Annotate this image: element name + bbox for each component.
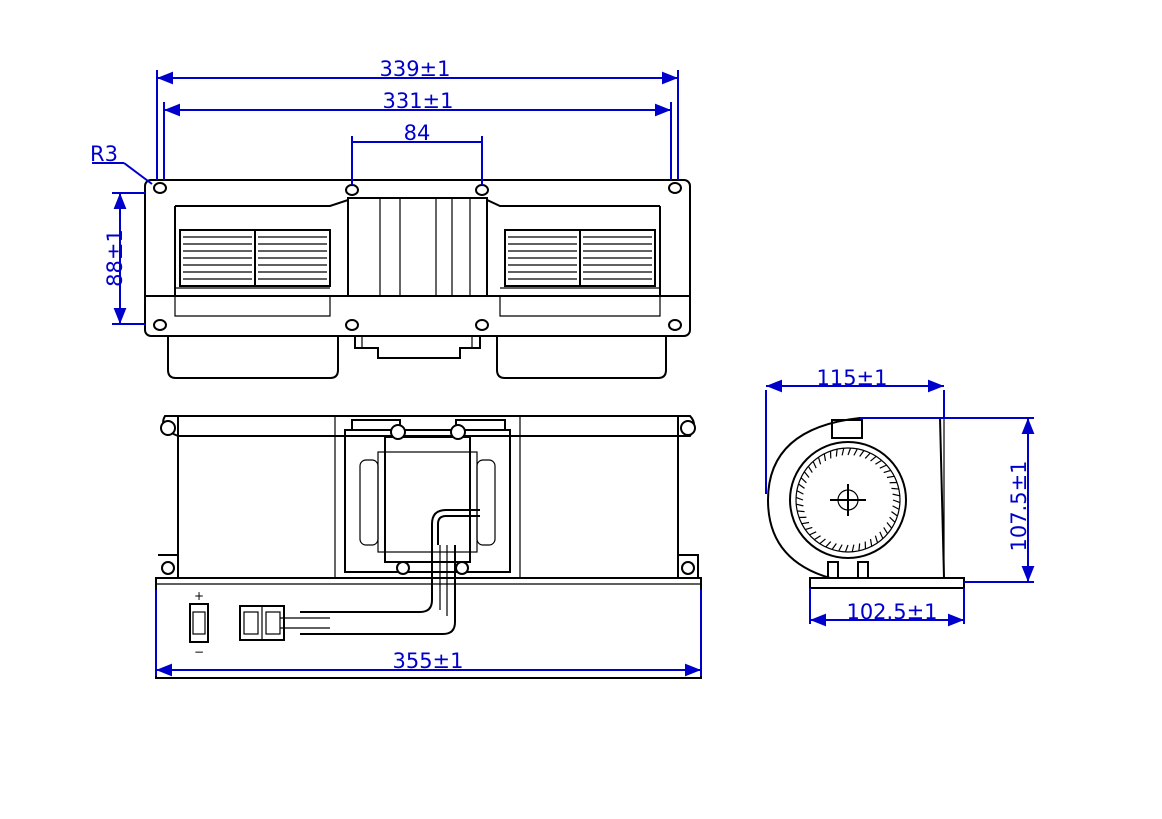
left-grill [179, 229, 331, 287]
terminal-minus: − [194, 645, 204, 659]
fan-blade [879, 464, 887, 469]
fan-blade [853, 448, 858, 456]
fan-blade [883, 469, 891, 474]
top-dimensions: 339±1 331±1 84 R3 88±1 [90, 57, 679, 325]
fan-blade [805, 526, 813, 531]
fan-blade [886, 522, 893, 529]
fan-blade [807, 466, 813, 473]
fan-blade [875, 459, 882, 465]
fan-blade [831, 543, 837, 550]
mount-hole [345, 319, 359, 331]
fan-blade [817, 457, 822, 465]
fan-blade [835, 449, 838, 457]
fan-blade [809, 531, 817, 536]
fan-blade [858, 543, 861, 551]
fan-blade [796, 503, 804, 507]
terminal-plus: + [194, 589, 204, 603]
fan-blade [838, 544, 843, 552]
fan-blade [812, 461, 817, 469]
mount-hole [153, 182, 167, 194]
top-housing [144, 179, 691, 337]
fan-blade [859, 450, 865, 457]
fan-blade [800, 477, 807, 484]
front-view: + − [155, 415, 702, 679]
fan-blade [801, 521, 810, 525]
fan-blade [892, 493, 900, 497]
fan-blade [891, 487, 899, 490]
front-dimensions: 355±1 [155, 590, 702, 677]
fan-blade [851, 544, 855, 552]
fan-blade [796, 490, 804, 495]
dim-corner-radius: R3 [90, 142, 118, 166]
dim-height-top: 88±1 [103, 229, 127, 287]
fan-blade [795, 496, 804, 501]
fan-blade [883, 527, 889, 534]
mount-hole [475, 184, 489, 196]
fan-blade [869, 538, 873, 547]
fan-blade [797, 510, 805, 513]
dim-side-height: 107.5±1 [1007, 460, 1031, 551]
mount-hole [475, 319, 489, 331]
fan-blade [844, 544, 849, 553]
mount-hole [668, 319, 682, 331]
right-grill [504, 229, 656, 287]
fan-blade [847, 447, 852, 456]
fan-blade [823, 453, 827, 462]
dim-side-width: 115±1 [816, 366, 887, 390]
mount-hole [153, 319, 167, 331]
fan-blade [870, 455, 877, 462]
fan-blade [889, 516, 896, 523]
bolt-head [161, 561, 175, 575]
mount-hole [668, 182, 682, 194]
dim-hole-spacing-outer: 331±1 [382, 89, 453, 113]
fan-blade [892, 505, 900, 510]
fan-blade [841, 448, 845, 456]
bolt-head [160, 420, 176, 436]
dim-overall-width-top: 339±1 [379, 57, 450, 81]
fan-blade [819, 538, 826, 545]
fan-blade [874, 535, 879, 543]
fan-blade [825, 541, 832, 548]
fan-blade [886, 475, 895, 479]
fan-blade [891, 511, 898, 517]
side-dimensions: 115±1 107.5±1 102.5±1 [765, 366, 1035, 627]
fan-blade [798, 483, 805, 489]
mount-hole [345, 184, 359, 196]
side-view [766, 417, 965, 589]
top-view [144, 179, 691, 379]
scroll-housing [766, 417, 946, 579]
dim-side-base-width: 102.5±1 [846, 600, 937, 624]
fan-wheel [789, 441, 907, 559]
terminal-block [189, 603, 209, 643]
bolt-head [680, 420, 696, 436]
fan-blade [879, 531, 884, 539]
dim-overall-width-bottom: 355±1 [392, 649, 463, 673]
fan-blade [814, 535, 821, 541]
bolt-head [681, 561, 695, 575]
fan-blade [803, 471, 810, 478]
dim-hole-spacing-center: 84 [404, 121, 431, 145]
fan-blade [864, 452, 871, 459]
fan-blade [892, 499, 901, 504]
